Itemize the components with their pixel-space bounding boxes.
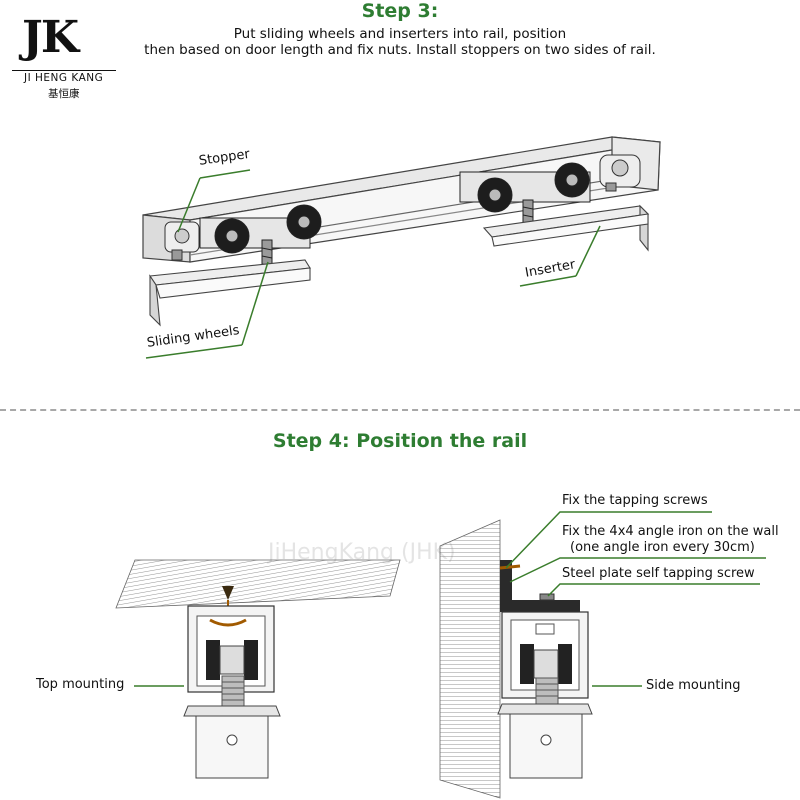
wheel-carriage-right — [459, 162, 591, 227]
top-mounting-diagram — [115, 559, 401, 779]
wheel-carriage-left — [199, 204, 322, 271]
label-top-mounting: Top mounting — [36, 677, 125, 692]
stopper-left — [164, 221, 200, 261]
label-steel-plate-screw: Steel plate self tapping screw — [562, 566, 755, 581]
logo-brand-text: JI HENG KANG — [24, 72, 104, 84]
side-mounting-diagram — [439, 519, 593, 799]
logo-chinese-text: 基恒康 — [48, 88, 80, 100]
inserter-leader — [519, 275, 577, 287]
sliding-wheels-leader — [145, 344, 243, 359]
step3-description-line1: Put sliding wheels and inserters into ra… — [233, 26, 567, 42]
step3-description-line2: then based on door length and fix nuts. … — [144, 42, 656, 58]
stopper-leader — [199, 169, 251, 179]
label-angle-iron-spacing: (one angle iron every 30cm) — [570, 540, 755, 555]
label-fix-angle-iron: Fix the 4x4 angle iron on the wall — [562, 524, 779, 539]
ceiling-surface — [115, 559, 401, 609]
inserter-right — [482, 204, 650, 252]
logo-underline — [12, 70, 116, 71]
tapping-screws-leader — [505, 511, 712, 569]
logo-mark: JK — [22, 12, 79, 63]
brand-logo: JK JI HENG KANG 基恒康 — [12, 12, 122, 100]
step3-title: Step 3: — [361, 0, 439, 22]
label-side-mounting: Side mounting — [646, 678, 741, 693]
step4-title: Step 4: Position the rail — [272, 430, 528, 452]
stopper-right — [599, 154, 641, 192]
wall-surface — [439, 519, 501, 799]
inserter-left — [149, 259, 311, 327]
label-fix-tapping-screws: Fix the tapping screws — [562, 493, 708, 508]
rail-assembly-illustration — [142, 136, 661, 359]
angle-iron-leader — [509, 557, 766, 583]
section-divider — [0, 409, 800, 411]
steel-plate-screw-leader — [547, 583, 760, 597]
